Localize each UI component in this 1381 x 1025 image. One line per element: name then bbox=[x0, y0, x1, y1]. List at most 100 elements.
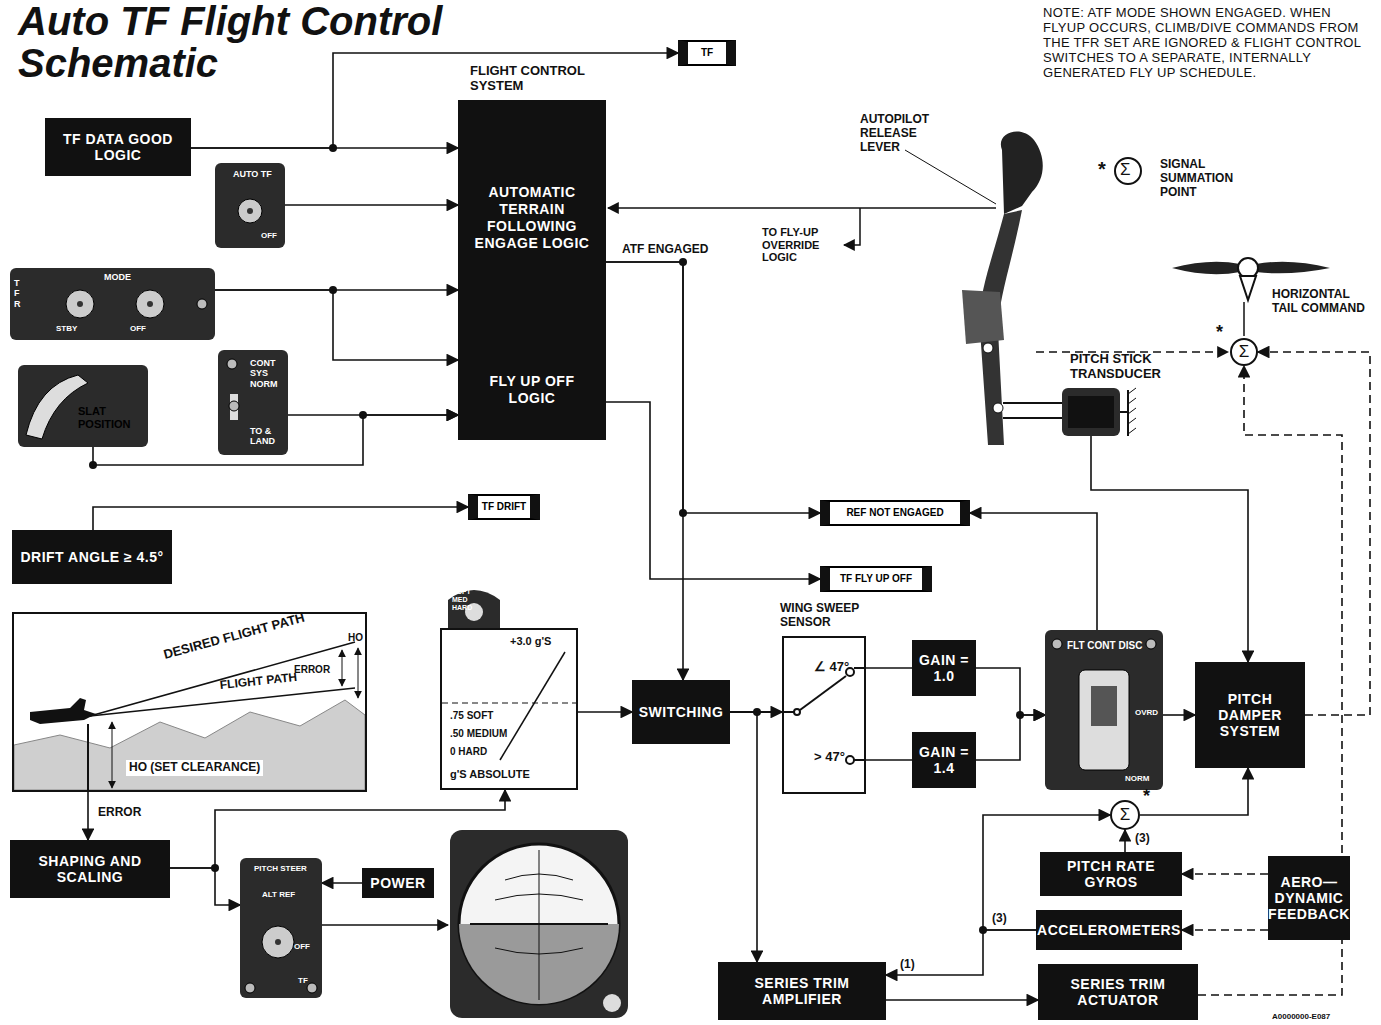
label-text: STBY bbox=[56, 324, 77, 333]
process-box: SERIES TRIM ACTUATOR bbox=[1038, 964, 1198, 1020]
label-text: SERIES TRIM AMPLIFIER bbox=[724, 975, 880, 1007]
indicator-light: TF DRIFT bbox=[468, 494, 540, 520]
connector bbox=[606, 262, 820, 513]
connector bbox=[730, 712, 757, 962]
symbol-label: * bbox=[1143, 786, 1150, 807]
switch-panel: CONT SYS NORMTO & LAND bbox=[218, 350, 288, 455]
label-text: DESIRED FLIGHT PATH bbox=[162, 611, 306, 663]
label-text: TF DRIFT bbox=[482, 502, 526, 513]
connector bbox=[322, 882, 362, 884]
connector bbox=[191, 147, 458, 149]
callout-label: A0000000-E087 bbox=[1272, 1012, 1330, 1021]
logic-box: AUTOMATIC TERRAIN FOLLOWING ENGAGE LOGIC bbox=[458, 100, 606, 336]
label-text: PITCH STICK TRANSDUCER bbox=[1070, 352, 1180, 382]
connector bbox=[886, 999, 1038, 1001]
switch-panel: AUTO TFOFF bbox=[215, 163, 285, 248]
process-box: SHAPING AND SCALING bbox=[10, 840, 170, 898]
g-schedule-graph: +3.0 g'S .75 SOFT .50 MEDIUM 0 HARD g'S ABSO… bbox=[440, 628, 578, 790]
summation-point: Σ bbox=[1230, 338, 1258, 366]
process-box: SERIES TRIM AMPLIFIER bbox=[718, 962, 886, 1020]
gain-box: GAIN = 1.4 bbox=[912, 732, 976, 788]
process-box: PITCH DAMPER SYSTEM bbox=[1195, 662, 1305, 768]
edge-label: (3) bbox=[990, 912, 1009, 926]
connector bbox=[1258, 352, 1370, 715]
legend-text: SIGNAL SUMMATION POINT bbox=[1160, 158, 1252, 199]
label-text: OFF bbox=[130, 324, 146, 333]
connector bbox=[970, 513, 1097, 630]
label-text: PITCH RATE GYROS bbox=[1046, 858, 1176, 890]
connector bbox=[288, 414, 458, 416]
indicator-light: REF NOT ENGAGED bbox=[820, 500, 970, 526]
connector bbox=[976, 715, 1045, 760]
error-illustration bbox=[14, 642, 365, 790]
label-text: ∠ 47° bbox=[814, 660, 849, 675]
callout-label: HORIZONTAL TAIL COMMAND bbox=[1272, 288, 1372, 316]
control-stick bbox=[608, 131, 1228, 445]
connector bbox=[170, 790, 505, 868]
label-text: TF FLY UP OFF bbox=[840, 574, 912, 585]
label-text: > 47° bbox=[814, 750, 845, 765]
summation-legend-symbol bbox=[1115, 158, 1141, 184]
gain-box: GAIN = 1.0 bbox=[912, 640, 976, 696]
label-text: GAIN = 1.0 bbox=[918, 652, 970, 684]
edge-label: ATF ENGAGED bbox=[620, 243, 710, 257]
label-text: NORM bbox=[1125, 774, 1149, 783]
attitude-indicator bbox=[322, 830, 628, 1018]
connector bbox=[866, 759, 912, 761]
transducer-box: PITCH STICK TRANSDUCER bbox=[1062, 388, 1120, 436]
connector bbox=[1091, 436, 1248, 662]
feedback-box: AERO— DYNAMIC FEEDBACK bbox=[1268, 856, 1350, 940]
label-text: TO & LAND bbox=[250, 426, 284, 447]
edge-label: (1) bbox=[898, 958, 917, 972]
slat-lever-panel: SLAT POSITION bbox=[18, 365, 148, 447]
label-text: HO bbox=[348, 632, 363, 644]
callout-label: TO FLY-UP OVERRIDE LOGIC bbox=[762, 226, 838, 264]
panel-drawing bbox=[240, 858, 322, 998]
label-text: FLIGHT PATH bbox=[219, 671, 298, 693]
title: Auto TF Flight Control Schematic bbox=[18, 0, 558, 84]
label-text: REF NOT ENGAGED bbox=[846, 508, 943, 519]
symbol-label: * bbox=[1098, 158, 1106, 181]
condition-box: DRIFT ANGLE ≥ 4.5° bbox=[12, 530, 172, 584]
label-text: MODE bbox=[104, 272, 131, 282]
connector bbox=[285, 204, 458, 206]
label-text: .50 MEDIUM bbox=[450, 728, 507, 740]
connector bbox=[606, 402, 820, 579]
label-text: .75 SOFT bbox=[450, 710, 493, 722]
connector bbox=[87, 792, 89, 840]
label-text: ALT REF bbox=[262, 890, 295, 899]
label-text: DRIFT ANGLE ≥ 4.5° bbox=[20, 549, 163, 565]
system-box: FLIGHT CONTROL SYSTEMAUTOMATIC TERRAIN F… bbox=[458, 100, 606, 440]
panel-drawing bbox=[1062, 388, 1120, 436]
connector bbox=[93, 507, 468, 530]
connector bbox=[578, 711, 632, 713]
label-text: g'S ABSOLUTE bbox=[450, 768, 530, 781]
power-box: POWER bbox=[362, 868, 434, 898]
label-text: 0 HARD bbox=[450, 746, 487, 758]
connector bbox=[976, 668, 1045, 715]
control-panel: TFR MODE STBY OFF bbox=[10, 268, 215, 340]
summation-point: Σ bbox=[1110, 800, 1140, 830]
sensor-box: ACCELEROMETERS bbox=[1036, 910, 1182, 950]
label-text: AUTOMATIC TERRAIN FOLLOWING ENGAGE LOGIC bbox=[472, 184, 592, 251]
label-text: SLAT POSITION bbox=[78, 405, 144, 430]
label-text: TF bbox=[298, 976, 308, 985]
label-text: +3.0 g'S bbox=[510, 635, 551, 648]
label-text: FLY UP OFF LOGIC bbox=[472, 373, 592, 407]
label-text: TFR bbox=[14, 278, 22, 309]
process-box: SWITCHING bbox=[632, 680, 730, 744]
symbol-label: Σ bbox=[1120, 160, 1131, 180]
label-text: Σ bbox=[1239, 342, 1250, 362]
disconnect-panel: FLT CONT DISCOVRDNORM bbox=[1045, 630, 1163, 790]
connector bbox=[1124, 830, 1126, 852]
callout-label: AUTOPILOT RELEASE LEVER bbox=[860, 113, 950, 154]
label-text: AERO— DYNAMIC FEEDBACK bbox=[1268, 874, 1350, 922]
label-text: GAIN = 1.4 bbox=[918, 744, 970, 776]
sensor-box: PITCH RATE GYROS bbox=[1040, 852, 1182, 896]
gs-graph bbox=[442, 590, 576, 760]
connector bbox=[606, 262, 683, 680]
edge-label: (3) bbox=[1133, 832, 1152, 846]
pitch-steer-panel: PITCH STEERALT REFOFFTF bbox=[240, 858, 322, 998]
label-text: FLIGHT CONTROL SYSTEM bbox=[470, 64, 600, 94]
wing-sweep-switch bbox=[730, 640, 866, 764]
